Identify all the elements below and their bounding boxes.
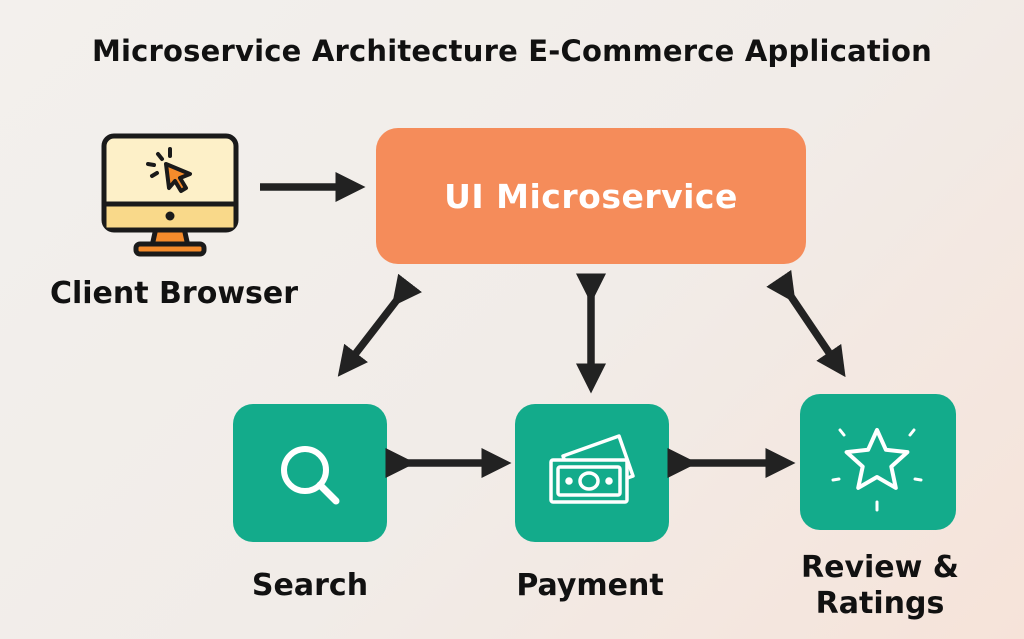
review-service-box bbox=[800, 394, 956, 530]
money-icon bbox=[549, 434, 635, 504]
ui-microservice-box: UI Microservice bbox=[376, 128, 806, 264]
ui-microservice-label: UI Microservice bbox=[444, 176, 738, 216]
client-browser-label: Client Browser bbox=[49, 276, 299, 311]
diagram-title: Microservice Architecture E-Commerce App… bbox=[91, 34, 933, 68]
star-icon bbox=[831, 428, 923, 512]
computer-cursor-icon bbox=[101, 133, 239, 257]
search-service-box bbox=[233, 404, 387, 542]
arrow-ui-review bbox=[766, 269, 846, 378]
arrow-ui-search bbox=[337, 273, 422, 377]
search-icon bbox=[281, 446, 340, 505]
review-ratings-label: Review & Ratings bbox=[801, 550, 959, 621]
payment-service-box bbox=[515, 404, 669, 542]
payment-label: Payment bbox=[516, 568, 664, 603]
search-label: Search bbox=[251, 568, 369, 603]
